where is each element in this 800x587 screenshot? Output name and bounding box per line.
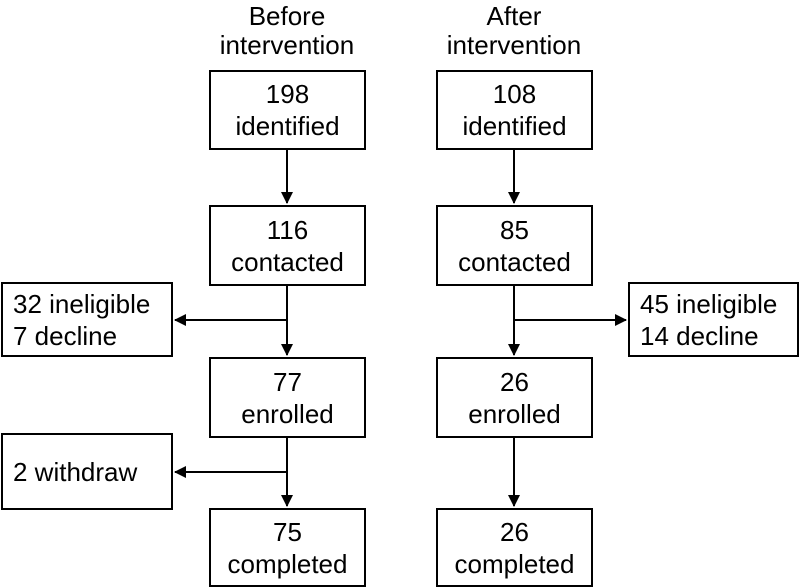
after-enrolled-box: 26 enrolled bbox=[436, 357, 593, 438]
after-identified-box: 108 identified bbox=[436, 70, 593, 150]
before-contacted-count: 116 bbox=[266, 214, 309, 245]
before-header-line-1: Before bbox=[248, 1, 326, 31]
before-identified-box: 198 identified bbox=[209, 70, 366, 150]
before-ineligible-line-2: 7 decline bbox=[13, 320, 118, 351]
before-enrolled-count: 77 bbox=[273, 366, 302, 397]
before-completed-label: completed bbox=[227, 548, 348, 579]
before-ineligible-line-1: 32 ineligible bbox=[13, 288, 151, 319]
before-identified-label: identified bbox=[235, 111, 340, 141]
before-ineligible-box: 32 ineligible 7 decline bbox=[1, 282, 173, 357]
after-enrolled-count: 26 bbox=[500, 366, 529, 397]
after-intervention-header: After intervention bbox=[414, 2, 614, 60]
after-contacted-box: 85 contacted bbox=[436, 205, 593, 286]
after-header-line-2: intervention bbox=[446, 30, 582, 60]
before-contacted-label: contacted bbox=[231, 246, 344, 277]
before-intervention-header: Before intervention bbox=[187, 2, 387, 60]
after-ineligible-line-1: 45 ineligible bbox=[640, 288, 778, 319]
before-completed-count: 75 bbox=[273, 516, 302, 547]
after-header-line-1: After bbox=[486, 1, 542, 31]
before-contacted-box: 116 contacted bbox=[209, 205, 366, 286]
after-identified-label: identified bbox=[462, 111, 567, 141]
before-enrolled-box: 77 enrolled bbox=[209, 357, 366, 438]
before-header-line-2: intervention bbox=[219, 30, 355, 60]
after-contacted-label: contacted bbox=[458, 246, 571, 277]
after-completed-box: 26 completed bbox=[436, 508, 593, 587]
after-ineligible-line-2: 14 decline bbox=[640, 320, 759, 351]
before-withdraw-line-1: 2 withdraw bbox=[13, 456, 138, 487]
after-identified-count: 108 bbox=[492, 79, 537, 109]
after-contacted-count: 85 bbox=[500, 214, 529, 245]
after-enrolled-label: enrolled bbox=[468, 398, 561, 429]
after-ineligible-box: 45 ineligible 14 decline bbox=[628, 282, 799, 357]
after-completed-count: 26 bbox=[500, 516, 529, 547]
before-withdraw-box: 2 withdraw bbox=[1, 433, 173, 510]
before-completed-box: 75 completed bbox=[209, 508, 366, 587]
after-completed-label: completed bbox=[454, 548, 575, 579]
before-identified-count: 198 bbox=[265, 79, 310, 109]
before-enrolled-label: enrolled bbox=[241, 398, 334, 429]
